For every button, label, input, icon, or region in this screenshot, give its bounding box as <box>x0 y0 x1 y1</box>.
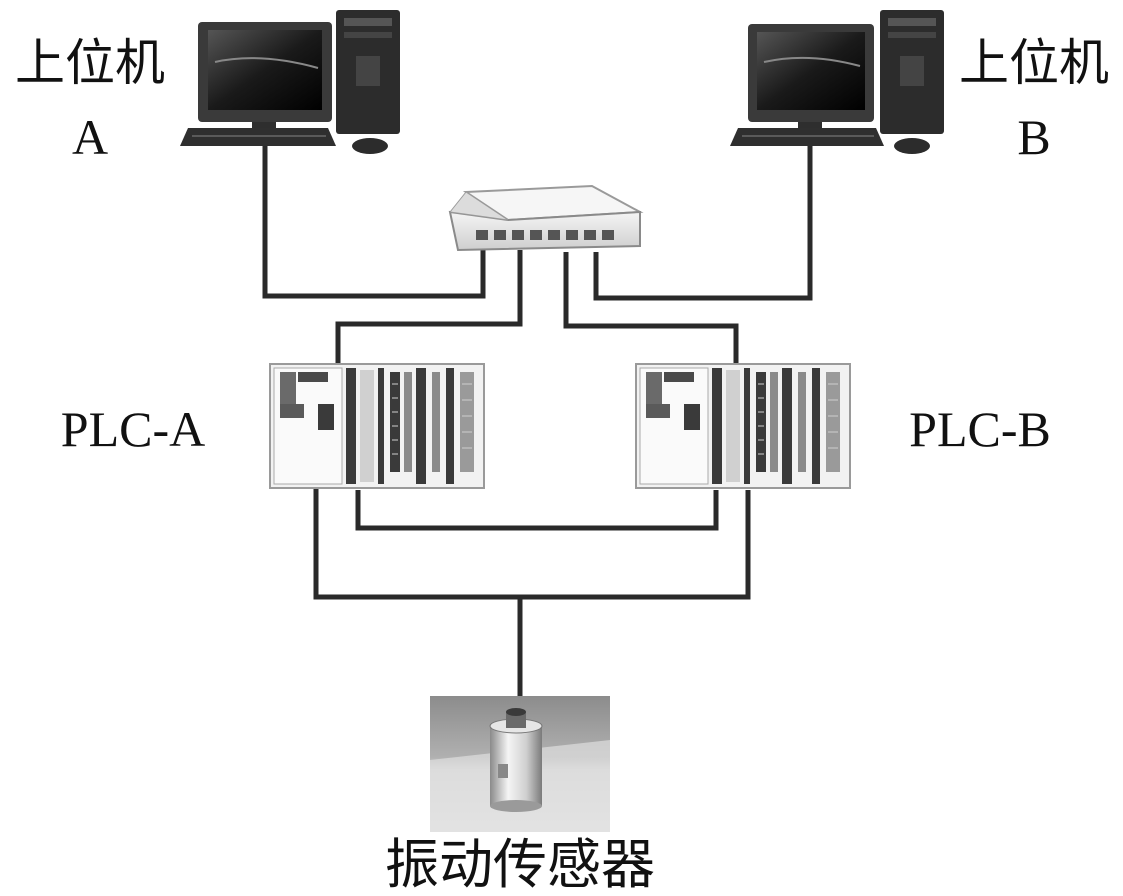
plc-b-label: PLC-B <box>909 401 1051 457</box>
host-computer-a-icon <box>180 10 400 154</box>
switch-ports <box>476 230 614 240</box>
host-b-id: B <box>1017 109 1051 165</box>
vibration-sensor-photo <box>430 696 610 832</box>
host-b-title: 上位机 <box>959 34 1109 92</box>
plc-a-label: PLC-A <box>60 401 206 457</box>
host-a-title: 上位机 <box>15 34 165 92</box>
wire-switch-to-plc-a <box>335 250 523 368</box>
wire-host-b-to-switch <box>593 145 813 301</box>
host-computer-b-icon <box>730 10 944 154</box>
wire-plc-a-to-plc-b <box>355 490 719 531</box>
vibration-sensor-label: 振动传感器 <box>385 833 655 896</box>
wires <box>262 140 813 696</box>
plc-a-icon <box>269 363 485 489</box>
plc-b-icon <box>635 363 851 489</box>
wire-plcs-to-sensor-bus <box>313 484 751 600</box>
wire-switch-to-plc-b <box>563 252 739 368</box>
network-switch-icon <box>448 184 644 252</box>
host-a-id: A <box>71 109 109 165</box>
wire-host-a-to-switch <box>262 140 486 299</box>
